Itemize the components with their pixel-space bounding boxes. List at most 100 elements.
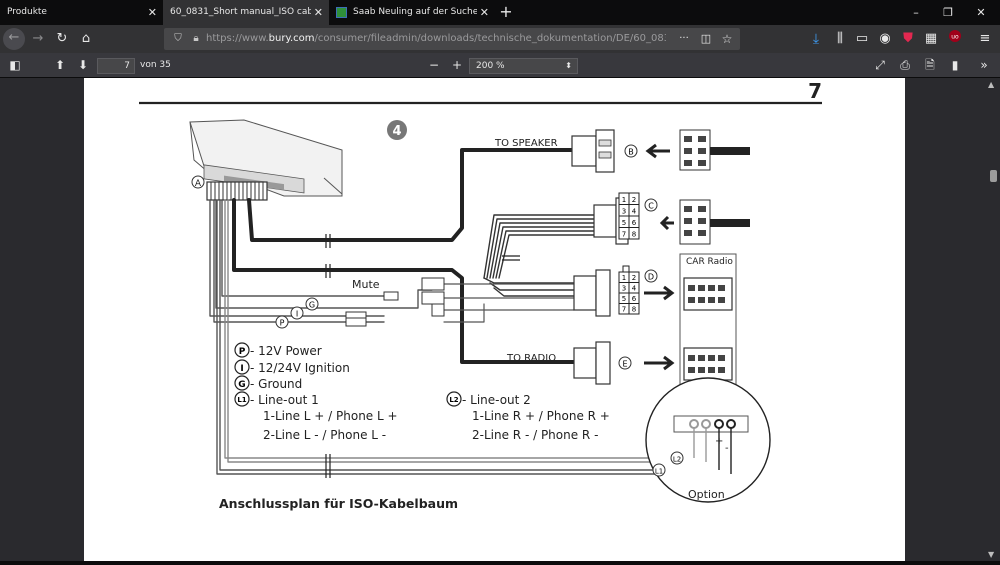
- radio-connector-e: [573, 341, 611, 385]
- scrollbar-thumb[interactable]: [990, 170, 997, 182]
- previous-page-icon[interactable]: ⬆: [54, 58, 66, 72]
- option-label: Option: [688, 488, 725, 501]
- lock-icon[interactable]: 🔒︎: [193, 33, 199, 44]
- svg-text:6: 6: [632, 219, 637, 227]
- bookmark-icon[interactable]: ▮: [951, 58, 959, 72]
- maximize-icon[interactable]: ❐: [943, 6, 953, 19]
- svg-text:1: 1: [622, 274, 626, 282]
- svg-text:8: 8: [632, 231, 636, 239]
- diagram-caption: Anschlussplan für ISO-Kabelbaum: [219, 496, 458, 511]
- svg-text:L2: L2: [449, 396, 458, 404]
- next-page-icon[interactable]: ⬇: [77, 58, 89, 72]
- radio-connector-d: [573, 269, 611, 317]
- presentation-mode-icon[interactable]: ⤢: [875, 58, 885, 72]
- tracking-shield-icon[interactable]: ⛉: [174, 33, 182, 44]
- connector-a: [206, 181, 268, 201]
- menu-icon[interactable]: ≡: [979, 31, 991, 46]
- bookmark-star-icon[interactable]: ☆: [721, 32, 733, 46]
- step-badge: [387, 120, 407, 140]
- zoom-select[interactable]: 200 %⬍: [469, 58, 578, 74]
- option-detail-circle: [645, 377, 771, 503]
- arrow-d-icon: [644, 285, 675, 301]
- svg-text:I: I: [240, 364, 243, 374]
- ublock-icon[interactable]: uo: [945, 29, 965, 49]
- svg-text:2-Line R - / Phone R -: 2-Line R - / Phone R -: [472, 428, 598, 442]
- speaker-plug-c: [679, 199, 750, 245]
- zoom-in-button[interactable]: +: [451, 58, 463, 72]
- tag-l1: L1: [655, 468, 663, 476]
- tools-chevron-icon[interactable]: »: [980, 58, 988, 72]
- svg-text:2: 2: [632, 196, 636, 204]
- tab-saab-forum[interactable]: Saab Neuling auf der Suche na ✕: [329, 0, 495, 25]
- wiring-diagram: 7 4 A: [139, 79, 822, 511]
- svg-text:8: 8: [632, 306, 636, 314]
- pdf-page: 7 4 A: [84, 78, 905, 561]
- tab-bar: Produkte ✕ 60_0831_Short manual_ISO cabl…: [0, 0, 1000, 25]
- page-number-input[interactable]: 7: [97, 58, 135, 74]
- svg-text:- Ground: - Ground: [250, 377, 302, 391]
- home-button[interactable]: ⌂: [81, 31, 91, 46]
- arrow-b-icon: [645, 143, 670, 159]
- minimize-icon[interactable]: –: [913, 6, 919, 19]
- speaker-plug-b: [679, 129, 750, 171]
- speaker-connector: [571, 129, 615, 173]
- arrow-e-icon: [644, 355, 675, 371]
- wire-tags: G I P: [275, 297, 319, 329]
- zoom-out-button[interactable]: −: [428, 58, 440, 72]
- plug-a-label: A: [195, 179, 202, 189]
- scroll-down-icon[interactable]: ▼: [988, 550, 995, 559]
- svg-text:- Line-out 1: - Line-out 1: [250, 393, 319, 407]
- svg-text:L1: L1: [237, 396, 246, 404]
- svg-text:P: P: [239, 347, 246, 357]
- tab-pdf-manual[interactable]: 60_0831_Short manual_ISO cable ha ✕: [163, 0, 329, 25]
- library-icon[interactable]: ⫼: [837, 31, 843, 46]
- pdf-toolbar: ◧ ⬆ ⬇ 7 von 35 − + 200 %⬍ ⤢ ⎙ 🗎︎ ▮ »: [0, 53, 1000, 78]
- svg-text:7: 7: [622, 231, 626, 239]
- toggle-sidebar-icon[interactable]: ◧: [9, 58, 21, 72]
- window-close-icon[interactable]: ✕: [976, 6, 986, 19]
- svg-text:2-Line L - / Phone L -: 2-Line L - / Phone L -: [263, 428, 386, 442]
- page-actions-button[interactable]: ···: [679, 33, 689, 44]
- svg-text:G: G: [309, 301, 315, 310]
- svg-text:6: 6: [632, 295, 637, 303]
- legend: P - 12V Power I - 12/24V Ignition G - Gr…: [234, 342, 610, 442]
- svg-text:- 12/24V Ignition: - 12/24V Ignition: [250, 361, 350, 375]
- plug-b-label: B: [628, 148, 634, 157]
- url-bar[interactable]: ⛉ 🔒︎ https://www.bury.com/consumer/filea…: [164, 28, 740, 50]
- sidebar-icon[interactable]: ▭: [855, 31, 869, 46]
- svg-text:4: 4: [632, 285, 637, 293]
- new-tab-button[interactable]: +: [499, 2, 513, 21]
- extension-grid-icon[interactable]: ▦: [924, 31, 938, 46]
- to-radio-label: TO RADIO: [506, 353, 556, 364]
- pocket-icon[interactable]: ◫: [700, 32, 712, 45]
- save-icon[interactable]: 🗎︎: [925, 58, 935, 72]
- forward-button[interactable]: →: [32, 31, 44, 46]
- close-icon[interactable]: ✕: [313, 6, 323, 19]
- scrollbar[interactable]: [986, 78, 1000, 561]
- svg-text:- 12V Power: - 12V Power: [250, 344, 322, 358]
- svg-text:1: 1: [622, 196, 626, 204]
- cable-break-marks: [325, 234, 520, 478]
- svg-text:uo: uo: [951, 34, 959, 41]
- reload-button[interactable]: ↻: [56, 31, 68, 46]
- close-icon[interactable]: ✕: [147, 6, 157, 19]
- shield-extension-icon[interactable]: ⛊: [903, 31, 913, 46]
- arrow-c-icon: [659, 215, 674, 231]
- to-speaker-label: TO SPEAKER: [494, 138, 558, 149]
- print-icon[interactable]: ⎙: [900, 58, 910, 72]
- pin-grid-c: 1 2 3 4 5 6 7 8: [618, 192, 640, 240]
- svg-text:7: 7: [622, 306, 626, 314]
- svg-text:4: 4: [392, 124, 401, 139]
- mute-label: Mute: [352, 278, 380, 291]
- option-rca-jacks: [673, 415, 749, 474]
- svg-text:I: I: [296, 310, 298, 319]
- tab-produkte[interactable]: Produkte ✕: [0, 0, 163, 25]
- plug-d-label: D: [648, 273, 654, 282]
- close-icon[interactable]: ✕: [479, 6, 489, 19]
- download-icon[interactable]: ⤓: [812, 31, 820, 47]
- svg-text:2: 2: [632, 274, 636, 282]
- back-button[interactable]: ←: [3, 28, 25, 50]
- scroll-up-icon[interactable]: ▲: [988, 80, 995, 89]
- account-icon[interactable]: ◉: [879, 31, 891, 46]
- chevron-updown-icon: ⬍: [565, 61, 572, 70]
